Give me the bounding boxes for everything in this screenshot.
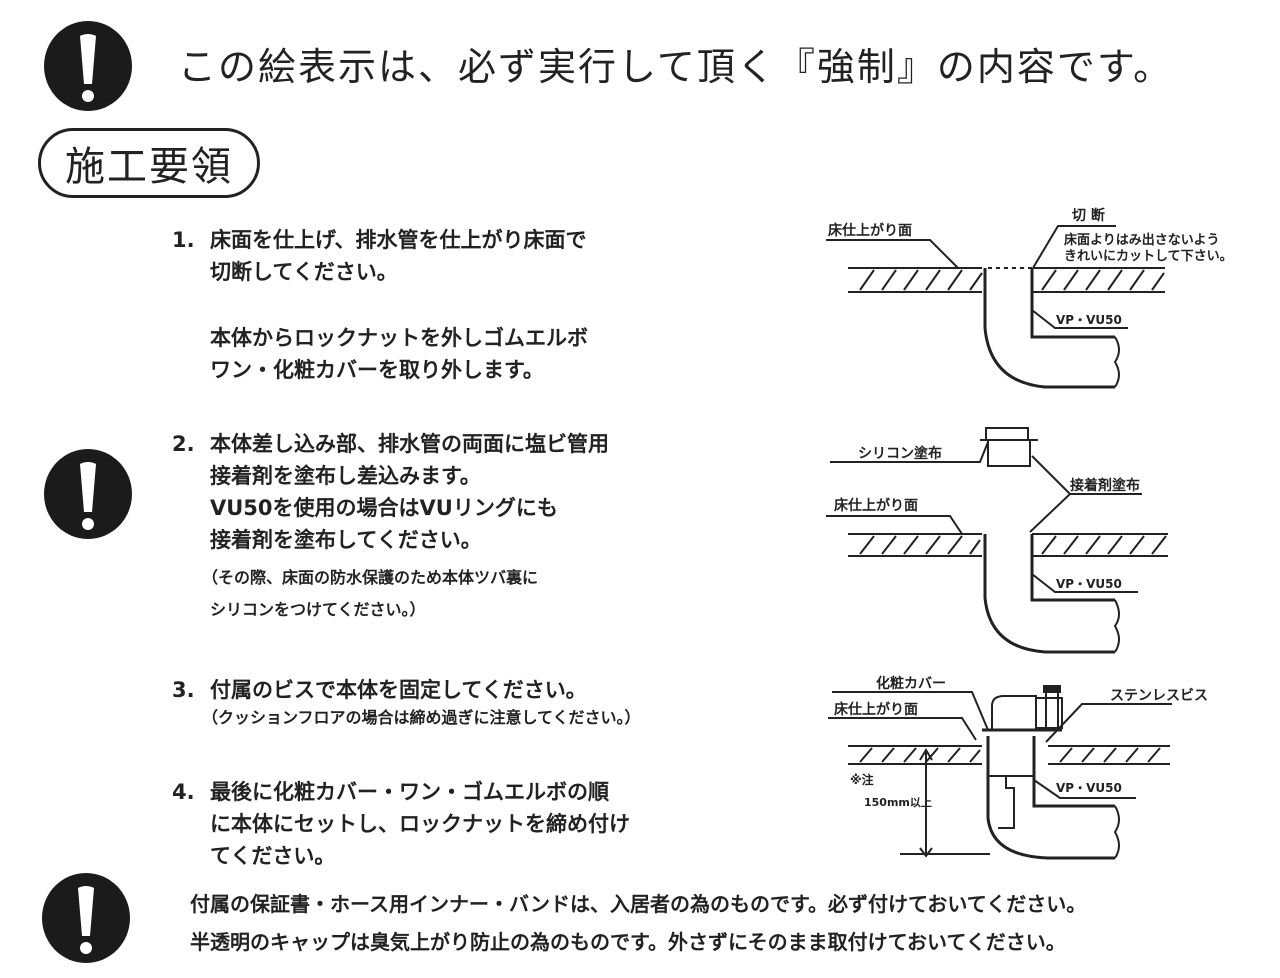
label-pipe: VP・VU50 xyxy=(1056,781,1122,795)
step-text: 最後に化粧カバー・ワン・ゴムエルボの順 xyxy=(210,780,609,804)
step-1: 1. 床面を仕上げ、排水管を仕上がり床面で 切断してください。 本体からロックナッ… xyxy=(172,224,588,386)
exclamation-circle-icon xyxy=(44,449,132,539)
label-screw: ステンレスビス xyxy=(1110,688,1208,704)
footer-line-2: 半透明のキャップは臭気上がり防止の為のものです。外さずにそのまま取付けておいてく… xyxy=(190,930,1066,954)
step-text: てください。 xyxy=(210,844,336,868)
step-number: 4. xyxy=(172,780,195,804)
step-text: 接着剤を塗布し差込みます。 xyxy=(210,464,481,488)
exclamation-circle-icon xyxy=(42,873,130,963)
label-cut: 切 断 xyxy=(1072,207,1105,224)
step-2: 2. 本体差し込み部、排水管の両面に塩ビ管用 接着剤を塗布し差込みます。 VU50… xyxy=(172,428,609,626)
step-3: 3. 付属のビスで本体を固定してください。 （クッションフロアの場合は締め過ぎに注… xyxy=(172,674,641,730)
step-4: 4. 最後に化粧カバー・ワン・ゴムエルボの順 に本体にセットし、ロックナットを締め… xyxy=(172,776,630,872)
label-pipe: VP・VU50 xyxy=(1056,313,1122,327)
section-title: 施工要領 xyxy=(38,128,260,198)
step-text: 床面を仕上げ、排水管を仕上がり床面で xyxy=(210,228,587,252)
label-pipe: VP・VU50 xyxy=(1056,577,1122,591)
label-silicone: シリコン塗布 xyxy=(858,445,942,462)
step-text: 切断してください。 xyxy=(210,260,398,284)
label-cut-note-2: きれいにカットして下さい。 xyxy=(1064,249,1233,264)
step-text: 付属のビスで本体を固定してください。 xyxy=(210,678,587,702)
label-clearance: 150mm以上 xyxy=(864,795,932,809)
label-floor: 床仕上がり面 xyxy=(834,497,918,514)
diagram-adhesive: シリコン塗布 接着剤塗布 床仕上がり面 VP・VU50 xyxy=(826,427,1168,654)
step-subtext: 接着剤を塗布してください。 xyxy=(210,528,482,552)
diagram-cover-screw: 化粧カバー 床仕上がり面 ステンレスビス ※注 150mm以上 VP・VU50 xyxy=(828,675,1208,860)
step-note: （その際、床面の防水保護のため本体ツバ裏に xyxy=(202,568,539,587)
label-cover: 化粧カバー xyxy=(876,675,946,692)
label-floor: 床仕上がり面 xyxy=(828,222,912,239)
step-number: 3. xyxy=(172,678,195,702)
step-number: 1. xyxy=(172,228,195,252)
step-subtext: VU50を使用の場合はVUリングにも xyxy=(210,496,558,520)
label-cut-note-1: 床面よりはみ出さないよう xyxy=(1064,232,1219,248)
step-note: シリコンをつけてください。） xyxy=(210,600,426,619)
header-text: この絵表示は、必ず実行して頂く『強制』の内容です。 xyxy=(178,45,1174,89)
footer-line-1: 付属の保証書・ホース用インナー・バンドは、入居者の為のものです。必ず付けておいて… xyxy=(190,892,1087,916)
step-subtext: ワン・化粧カバーを取り外します。 xyxy=(210,358,544,382)
step-text: に本体にセットし、ロックナットを締め付け xyxy=(210,812,630,836)
step-subtext: 本体からロックナットを外しゴムエルボ xyxy=(210,326,588,350)
diagram-cut-pipe: 床仕上がり面 切 断 床面よりはみ出さないよう きれいにカットして下さい。 VP… xyxy=(826,207,1233,389)
step-note: （クッションフロアの場合は締め過ぎに注意してください。） xyxy=(202,708,641,727)
label-adhesive: 接着剤塗布 xyxy=(1070,477,1140,494)
label-floor: 床仕上がり面 xyxy=(834,701,918,718)
step-number: 2. xyxy=(172,432,195,456)
section-title-label: 施工要領 xyxy=(65,144,233,190)
step-text: 本体差し込み部、排水管の両面に塩ビ管用 xyxy=(210,432,609,456)
exclamation-circle-icon xyxy=(44,21,132,111)
label-note-mark: ※注 xyxy=(850,772,874,787)
